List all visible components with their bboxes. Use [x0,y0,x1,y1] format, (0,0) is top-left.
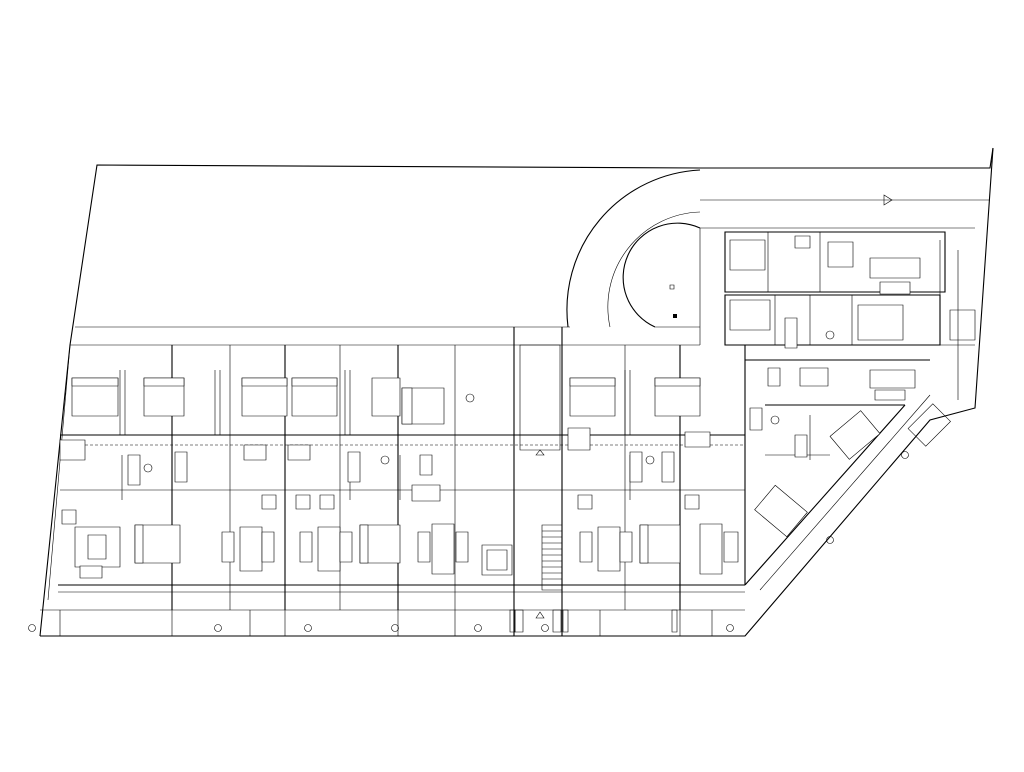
bathroom-fixtures [60,236,834,485]
living-furniture [75,258,920,578]
dining-sets [62,242,853,524]
right-wing-walls [725,232,975,590]
left-wing-walls [58,327,745,636]
stair-core [482,345,562,632]
facade-columns [29,452,909,633]
curved-driveway [567,170,892,345]
site-boundary [40,148,993,636]
beds [72,240,903,563]
